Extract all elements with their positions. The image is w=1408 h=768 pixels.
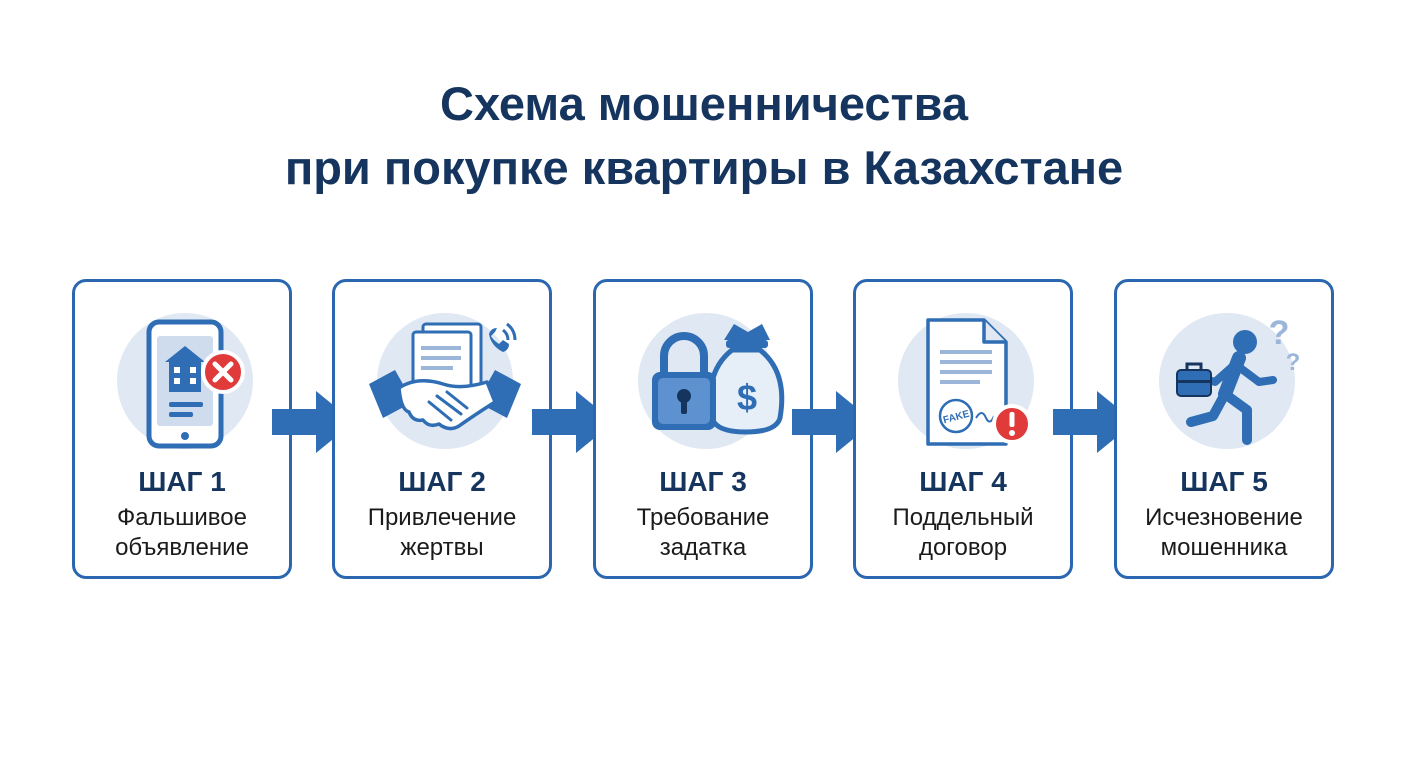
step-description-1: Фальшивое объявление [75, 503, 289, 563]
step-description-2: Привлечение жертвы [335, 503, 549, 563]
step-description-4-line-2: договор [918, 534, 1008, 561]
step-card-5: ? ? ШАГ 5 Исчезновение мошенника [1114, 279, 1334, 579]
step-description-5-line-1: Исчезновение [1145, 504, 1303, 531]
step-label-4: ШАГ 4 [919, 466, 1007, 497]
step-label-2: ШАГ 2 [398, 466, 486, 497]
step-description-5: Исчезновение мошенника [1117, 503, 1331, 563]
lock-money-bag-icon: $ [626, 306, 786, 456]
fake-contract-icon: FAKE [886, 306, 1046, 456]
handshake-icon [365, 306, 525, 456]
step-description-4-line-1: Поддельный [892, 504, 1034, 531]
step-description-2-line-1: Привлечение [367, 504, 517, 531]
step-description-3: Требование задатка [596, 503, 810, 563]
running-man-icon: ? ? [1147, 306, 1307, 456]
step-label-5: ШАГ 5 [1180, 466, 1268, 497]
step-description-5-line-2: мошенника [1160, 534, 1288, 561]
step-card-4: FAKE ШАГ 4 Поддельный договор [853, 279, 1073, 579]
step-description-2-line-2: жертвы [400, 534, 484, 561]
step-label-1: ШАГ 1 [138, 466, 226, 497]
step-label-3: ШАГ 3 [659, 466, 747, 497]
title-line-2: при покупке квартиры в Казахстане [284, 141, 1124, 194]
step-card-3: $ ШАГ 3 Требование задатка [593, 279, 813, 579]
phone-fake-listing-icon [105, 306, 265, 456]
svg-text:$: $ [737, 377, 757, 418]
svg-text:?: ? [1286, 349, 1301, 376]
step-description-3-line-1: Требование [636, 504, 770, 531]
step-description-1-line-2: объявление [115, 534, 249, 561]
svg-text:?: ? [1269, 314, 1290, 352]
step-description-4: Поддельный договор [856, 503, 1070, 563]
step-card-2: ШАГ 2 Привлечение жертвы [332, 279, 552, 579]
step-description-1-line-1: Фальшивое [117, 504, 247, 531]
title-line-1: Схема мошенничества [440, 77, 968, 130]
page-title: Схема мошенничества при покупке квартиры… [0, 72, 1408, 200]
step-card-1: ШАГ 1 Фальшивое объявление [72, 279, 292, 579]
step-description-3-line-2: задатка [659, 534, 747, 561]
